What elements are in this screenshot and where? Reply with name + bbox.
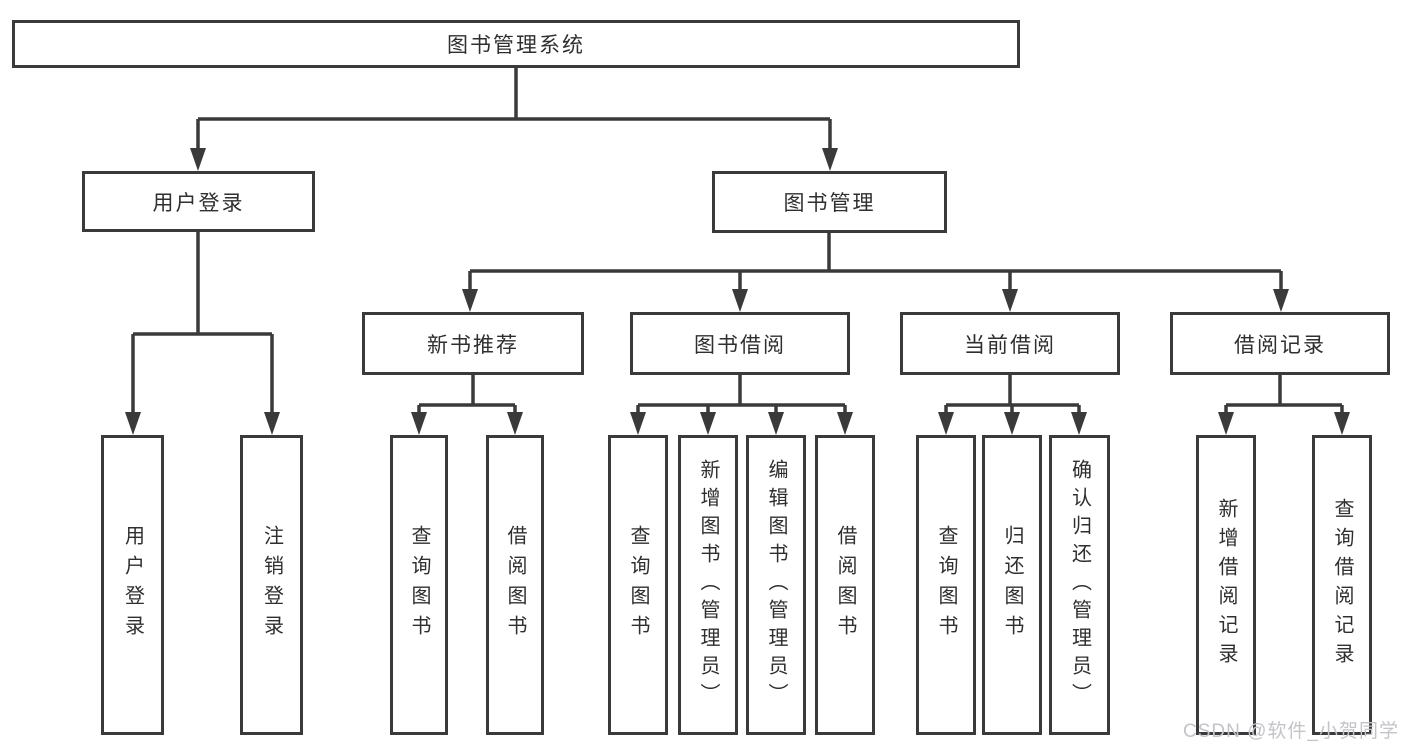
- node-borrow-records: 借阅记录: [1170, 312, 1390, 375]
- leaf-logout: 注销登录: [240, 435, 303, 735]
- leaf-query-borrow-record: 查询借阅记录: [1312, 435, 1372, 735]
- node-user-login: 用户登录: [82, 171, 315, 232]
- node-book-borrow: 图书借阅: [630, 312, 850, 375]
- node-current-borrow: 当前借阅: [900, 312, 1120, 375]
- leaf-confirm-return-admin: 确认归还（管理员）: [1049, 435, 1110, 735]
- arrowheads: [125, 148, 1350, 435]
- leaf-query-book-current: 查询图书: [916, 435, 976, 735]
- leaf-edit-book-admin: 编辑图书（管理员）: [746, 435, 806, 735]
- node-new-book-recommend: 新书推荐: [362, 312, 584, 375]
- csdn-watermark: CSDN @软件_小贺同学: [1183, 721, 1399, 742]
- leaf-user-login: 用户登录: [101, 435, 164, 735]
- node-book-management: 图书管理: [712, 171, 947, 233]
- leaf-add-book-admin: 新增图书（管理员）: [678, 435, 738, 735]
- leaf-borrow-book-recommend: 借阅图书: [486, 435, 544, 735]
- leaf-return-book: 归还图书: [982, 435, 1042, 735]
- leaf-add-borrow-record: 新增借阅记录: [1196, 435, 1256, 735]
- leaf-query-book-recommend: 查询图书: [390, 435, 448, 735]
- leaf-borrow-book-borrow: 借阅图书: [815, 435, 875, 735]
- leaf-query-book-borrow: 查询图书: [608, 435, 668, 735]
- tree-edges: [131, 68, 1344, 414]
- node-library-management-system: 图书管理系统: [12, 20, 1020, 68]
